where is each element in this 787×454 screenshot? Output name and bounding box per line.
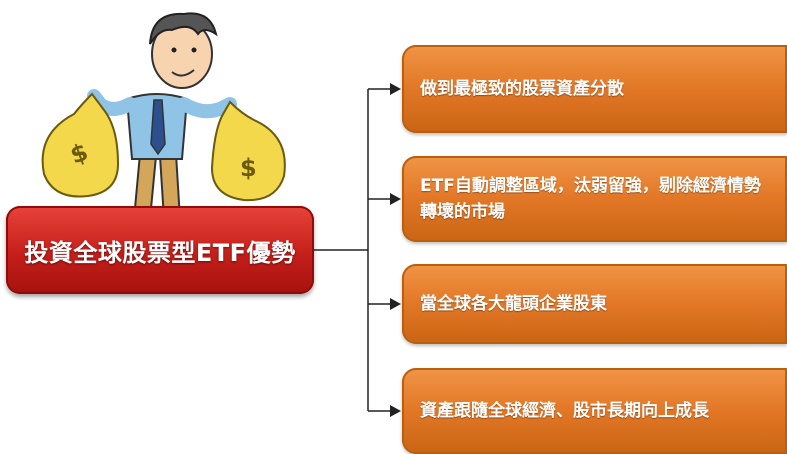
arrow-2-icon bbox=[390, 193, 401, 205]
benefit-text-4: 資產跟隨全球經濟、股市長期向上成長 bbox=[420, 401, 709, 421]
svg-text:$: $ bbox=[240, 154, 257, 182]
benefit-box-4: 資產跟隨全球經濟、股市長期向上成長 bbox=[402, 368, 787, 454]
arrow-4-icon bbox=[390, 405, 401, 417]
main-topic-box: 投資全球股票型ETF優勢 bbox=[6, 206, 314, 294]
tie bbox=[150, 99, 166, 156]
benefit-box-3: 當全球各大龍頭企業股東 bbox=[402, 264, 787, 344]
money-bag-right-icon: $ bbox=[210, 100, 286, 202]
benefit-text-3: 當全球各大龍頭企業股東 bbox=[420, 294, 607, 314]
arrow-3-icon bbox=[390, 298, 401, 310]
mouth bbox=[171, 69, 195, 77]
money-bag-left-icon: $ bbox=[41, 92, 120, 198]
benefit-box-2: ETF自動調整區域，汰弱留強，剔除經濟情勢轉壞的市場 bbox=[402, 156, 787, 242]
benefit-text-1: 做到最極致的股票資產分散 bbox=[420, 79, 624, 99]
right-arm bbox=[177, 97, 237, 119]
main-title: 投資全球股票型ETF優勢 bbox=[24, 238, 296, 267]
benefit-box-1: 做到最極致的股票資產分散 bbox=[402, 45, 787, 133]
arrow-1-icon bbox=[390, 83, 401, 95]
hair bbox=[149, 12, 218, 45]
benefit-text-2: ETF自動調整區域，汰弱留強，剔除經濟情勢轉壞的市場 bbox=[420, 176, 761, 222]
